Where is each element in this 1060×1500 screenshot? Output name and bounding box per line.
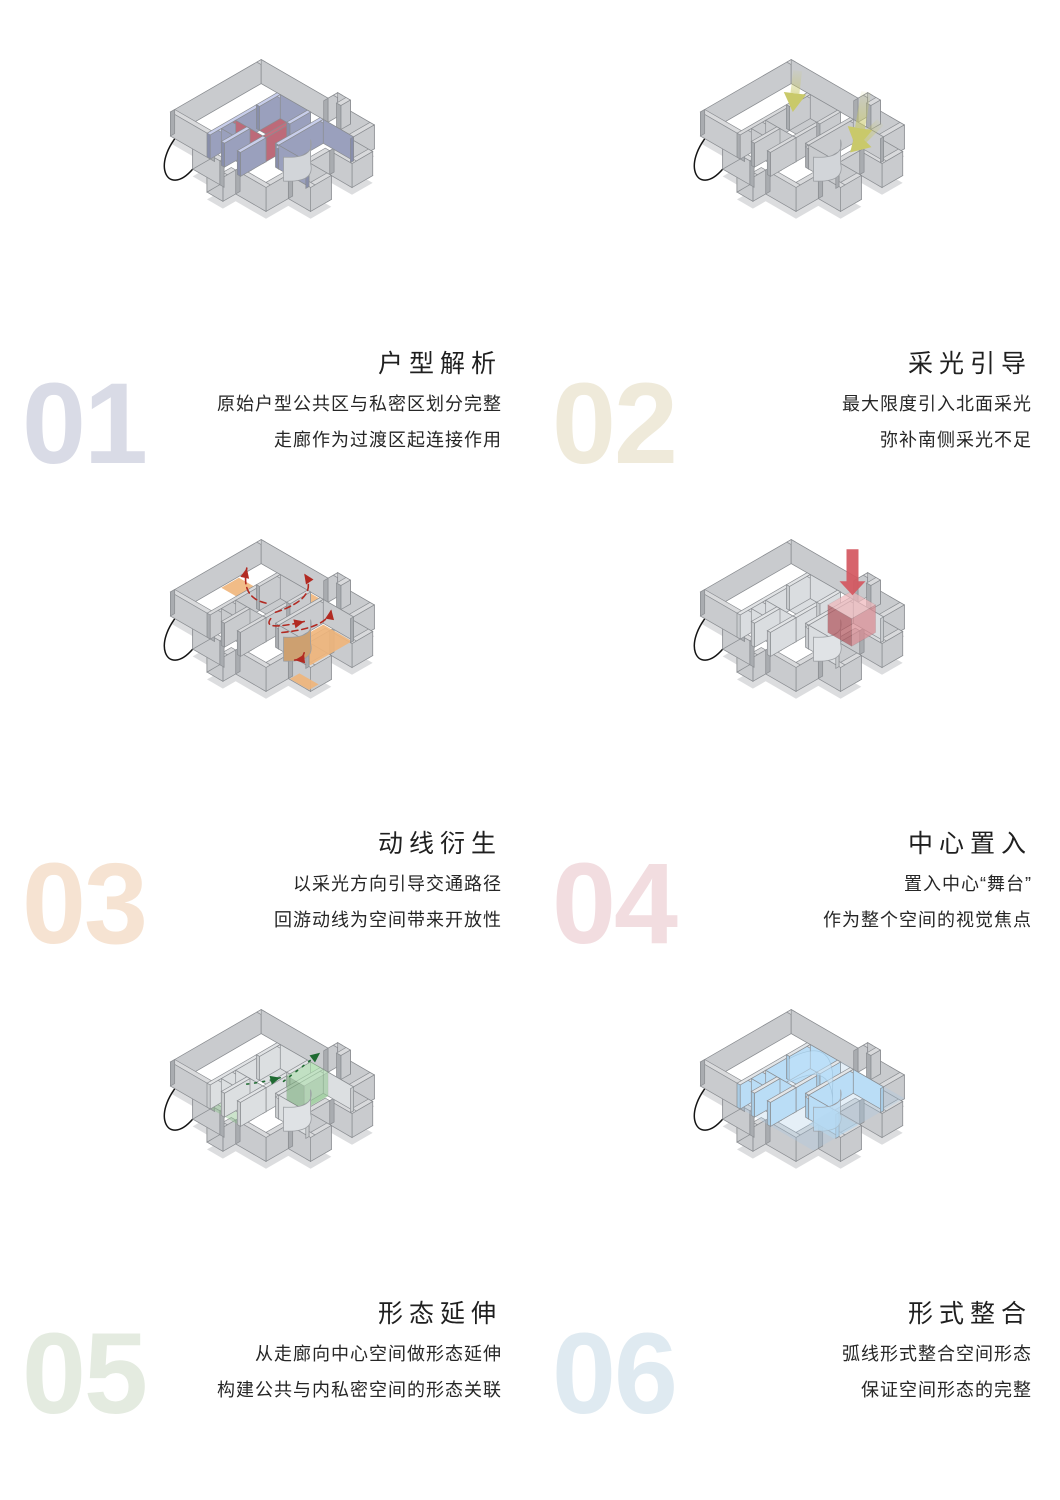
- panel-description-line-1: 从走廊向中心空间做形态延伸: [255, 1344, 502, 1364]
- panel-title: 形态延伸: [377, 1300, 502, 1328]
- panel-description-line-1: 原始户型公共区与私密区划分完整: [217, 394, 502, 414]
- panel-description-line-2: 走廊作为过渡区起连接作用: [274, 430, 502, 450]
- step-number: 06: [552, 1310, 678, 1438]
- panel-description-line-1: 弧线形式整合空间形态: [842, 1344, 1032, 1364]
- concept-panel-04: 04 中心置入置入中心“舞台” 作为整个空间的视觉焦点: [530, 480, 1060, 980]
- panel-description-line-1: 以采光方向引导交通路径: [293, 874, 502, 894]
- panel-description-line-1: 最大限度引入北面采光: [842, 394, 1032, 414]
- isometric-plan-03: [0, 480, 530, 880]
- step-number: 01: [22, 360, 148, 488]
- step-number: 03: [22, 840, 148, 968]
- isometric-plan-05: [0, 950, 530, 1350]
- panel-description-line-2: 回游动线为空间带来开放性: [274, 910, 502, 930]
- isometric-plan-02: [530, 0, 1060, 400]
- concept-panel-01: 01 户型解析原始户型公共区与私密区划分完整走廊作为过渡区起连接作用: [0, 0, 530, 500]
- panel-description-line-2: 构建公共与内私密空间的形态关联: [217, 1380, 502, 1400]
- panel-title: 形式整合: [907, 1300, 1032, 1328]
- isometric-plan-04: [530, 480, 1060, 880]
- panel-title: 采光引导: [907, 350, 1032, 378]
- concept-panel-06: 06 形式整合弧线形式整合空间形态保证空间形态的完整: [530, 950, 1060, 1450]
- panel-title: 中心置入: [907, 830, 1032, 858]
- panel-description-line-2: 保证空间形态的完整: [861, 1380, 1032, 1400]
- step-number: 04: [552, 840, 678, 968]
- panel-description-line-2: 弥补南侧采光不足: [880, 430, 1032, 450]
- step-number: 05: [22, 1310, 148, 1438]
- step-number: 02: [552, 360, 678, 488]
- concept-panel-03: 03 动线衍生以采光方向引导交通路径回游动线为空间带来开放性: [0, 480, 530, 980]
- panel-description-line-1: 置入中心“舞台”: [904, 874, 1032, 894]
- panel-description-line-2: 作为整个空间的视觉焦点: [823, 910, 1032, 930]
- concept-panel-02: 02 采光引导最大限度引入北面采光弥补南侧采光不足: [530, 0, 1060, 500]
- concept-panel-05: 05 形态延伸从走廊向中心空间做形态延伸构建公共与内私密空间的形态关联: [0, 950, 530, 1450]
- panel-title: 动线衍生: [377, 830, 502, 858]
- panel-title: 户型解析: [377, 350, 502, 378]
- isometric-plan-06: [530, 950, 1060, 1350]
- isometric-plan-01: [0, 0, 530, 400]
